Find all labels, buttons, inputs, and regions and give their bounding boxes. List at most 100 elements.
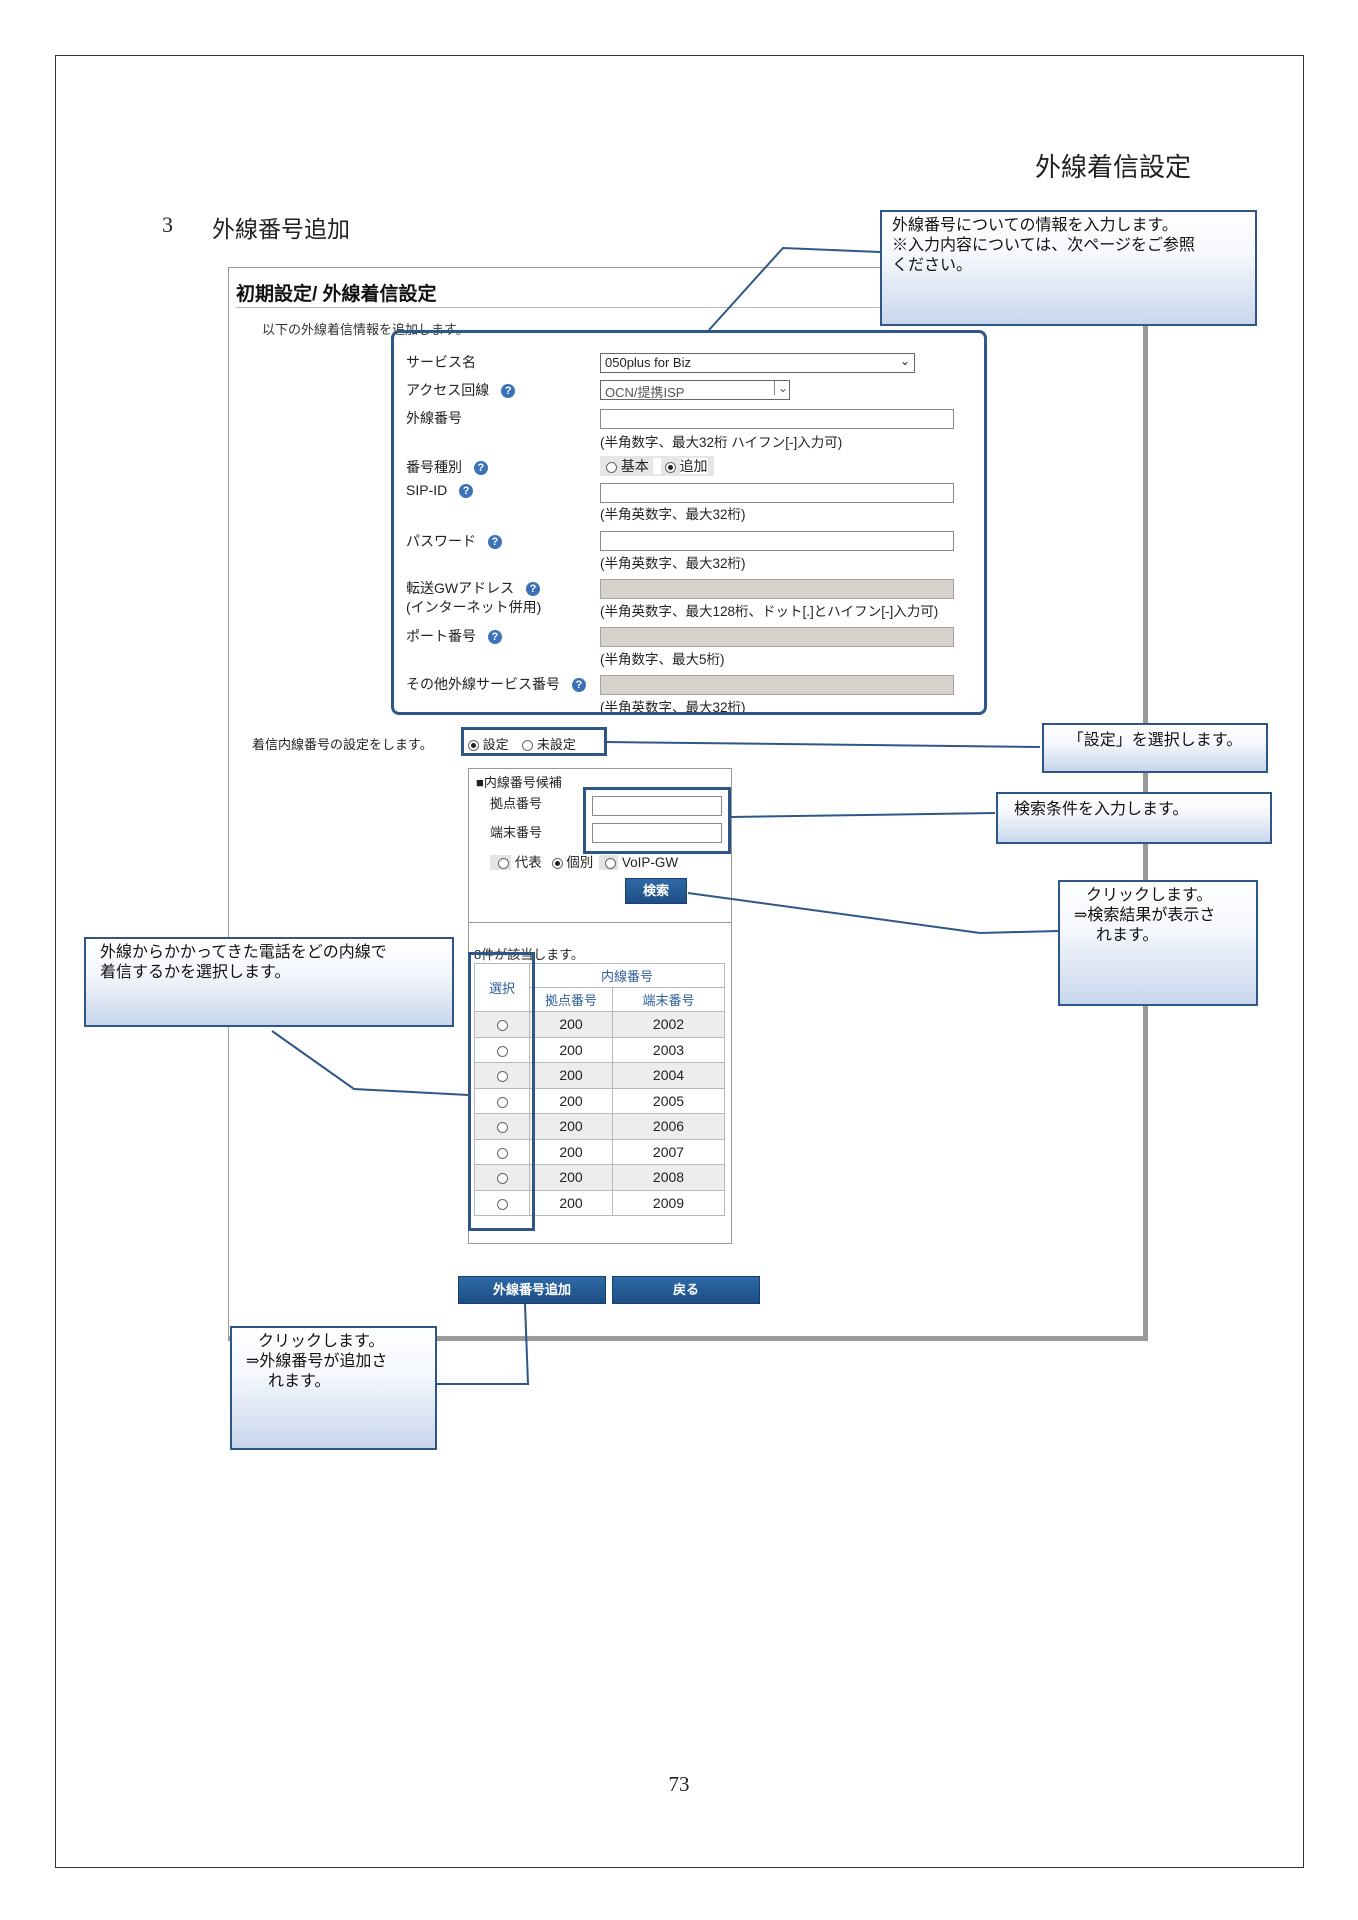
number-label: 外線番号: [406, 410, 462, 426]
row-select-cell: [474, 1062, 530, 1089]
table-row: 200 2007: [474, 1138, 725, 1165]
row-site: 200: [529, 1036, 613, 1063]
add-click-callout-line: ⇒外線番号が追加さ: [246, 1353, 388, 1370]
row-select-radio[interactable]: [496, 1020, 508, 1032]
search-condition-callout: 検索条件を入力します。: [996, 792, 1272, 844]
section-title: 外線番号追加: [212, 217, 350, 242]
row-select-radio[interactable]: [496, 1096, 508, 1108]
row-select-radio[interactable]: [496, 1198, 508, 1210]
search-button[interactable]: 検索: [625, 878, 687, 904]
password-label-text: パスワード: [406, 533, 476, 549]
gw-hint: (半角英数字、最大128桁、ドット[.]とハイフン[-]入力可): [600, 604, 939, 619]
extension-header: 内線番号: [529, 963, 725, 988]
indiv-radio[interactable]: [551, 857, 563, 869]
back-button[interactable]: 戻る: [612, 1276, 760, 1304]
access-label: アクセス回線 ?: [406, 380, 516, 400]
service-select-value: 050plus for Biz: [605, 355, 691, 370]
access-label-text: アクセス回線: [406, 382, 490, 398]
help-icon[interactable]: ?: [571, 678, 586, 693]
password-input[interactable]: [600, 531, 954, 551]
voip-radio[interactable]: [605, 857, 617, 869]
add-external-number-button[interactable]: 外線番号追加: [458, 1276, 606, 1304]
sip-label-text: SIP-ID: [406, 482, 448, 498]
row-site: 200: [529, 1138, 613, 1165]
other-hint: (半角英数字、最大32桁): [600, 700, 746, 715]
service-label: サービス名: [406, 354, 476, 370]
add-click-callout-line: クリックします。: [258, 1333, 385, 1350]
table-row: 200 2003: [474, 1036, 725, 1063]
sip-hint: (半角英数字、最大32桁): [600, 507, 746, 522]
spacer: ​: [652, 458, 661, 474]
info-callout-line: ※入力内容については、次ページをご参照: [892, 237, 1195, 254]
incoming-label: 着信内線番号の設定をします。: [252, 737, 433, 752]
help-icon[interactable]: ?: [487, 630, 502, 645]
search-input-highlight-frame: [583, 787, 731, 854]
service-select[interactable]: 050plus for Biz ⌄: [600, 353, 915, 373]
row-select-cell: [474, 1138, 530, 1165]
other-label: その他外線サービス番号 ?: [406, 674, 586, 694]
incoming-unset-radio[interactable]: [522, 740, 534, 752]
incoming-set-radio[interactable]: [468, 740, 479, 752]
help-icon[interactable]: ?: [501, 384, 516, 399]
results-table: 選択 内線番号 拠点番号 端末番号 200 2002 200 2003 200 …: [474, 963, 725, 1216]
row-terminal: 2004: [612, 1062, 725, 1089]
port-hint: (半角数字、最大5桁): [600, 652, 725, 667]
sip-id-input[interactable]: [600, 483, 954, 503]
select-header: 選択: [474, 963, 530, 1012]
type-add-label: 追加: [679, 458, 708, 474]
candidate-divider: [468, 922, 732, 923]
row-terminal: 2005: [612, 1087, 725, 1114]
row-terminal: 2006: [612, 1113, 725, 1140]
type-basic-label: 基本: [620, 458, 649, 474]
help-icon[interactable]: ?: [526, 582, 540, 597]
table-row: 200 2004: [474, 1062, 725, 1089]
row-select-radio[interactable]: [496, 1045, 508, 1057]
row-select-cell: [474, 1189, 530, 1216]
other-service-input: [600, 675, 954, 695]
site-input[interactable]: [592, 796, 722, 816]
number-input[interactable]: [600, 409, 954, 429]
row-select-radio[interactable]: [496, 1147, 508, 1159]
help-icon[interactable]: ?: [459, 484, 474, 499]
other-label-text: その他外線サービス番号: [406, 676, 560, 692]
select-extension-callout-line: 外線からかかってきた電話をどの内線で: [100, 944, 387, 961]
row-site: 200: [529, 1164, 613, 1191]
candidate-heading: ■内線番号候補: [476, 775, 562, 790]
table-row: 200 2006: [474, 1113, 725, 1140]
table-row: 200 2002: [474, 1011, 725, 1038]
gw-label-text: 転送GWアドレス: [406, 580, 515, 596]
rep-label: 代表: [514, 855, 542, 870]
row-terminal: 2003: [612, 1036, 725, 1063]
form-highlight-frame: [391, 330, 987, 715]
table-row: 200 2008: [474, 1164, 725, 1191]
rep-radio[interactable]: [498, 857, 509, 869]
type-basic-radio[interactable]: [606, 461, 617, 473]
row-site: 200: [529, 1011, 613, 1038]
gw-label-sub: (インターネット併用): [406, 599, 542, 615]
incoming-unset-label: 未設定: [536, 737, 576, 752]
help-icon[interactable]: ?: [487, 535, 502, 550]
row-select-cell: [474, 1087, 530, 1114]
port-input: [600, 627, 954, 647]
terminal-label: 端末番号: [490, 825, 543, 840]
site-label: 拠点番号: [490, 796, 543, 811]
add-click-callout-line: れます。: [268, 1373, 331, 1390]
row-terminal: 2008: [612, 1164, 725, 1191]
help-icon[interactable]: ?: [473, 461, 488, 476]
row-site: 200: [529, 1113, 613, 1140]
type-add-radio[interactable]: [664, 461, 676, 473]
row-select-radio[interactable]: [496, 1173, 508, 1185]
select-column-highlight-frame: [468, 952, 535, 1231]
info-callout-line: ください。: [892, 257, 973, 274]
set-highlight-frame: [461, 727, 607, 756]
row-select-radio[interactable]: [496, 1122, 508, 1134]
terminal-input[interactable]: [592, 823, 722, 843]
row-site: 200: [529, 1087, 613, 1114]
gw-label: 転送GWアドレス ?: [406, 578, 540, 598]
info-callout-line: 外線番号についての情報を入力します。: [892, 217, 1178, 234]
row-select-cell: [474, 1036, 530, 1063]
search-click-callout-line: ⇒検索結果が表示さ: [1074, 907, 1216, 924]
number-hint: (半角数字、最大32桁 ハイフン[-]入力可): [600, 435, 843, 450]
port-label-text: ポート番号: [406, 628, 476, 644]
row-select-radio[interactable]: [496, 1071, 508, 1083]
